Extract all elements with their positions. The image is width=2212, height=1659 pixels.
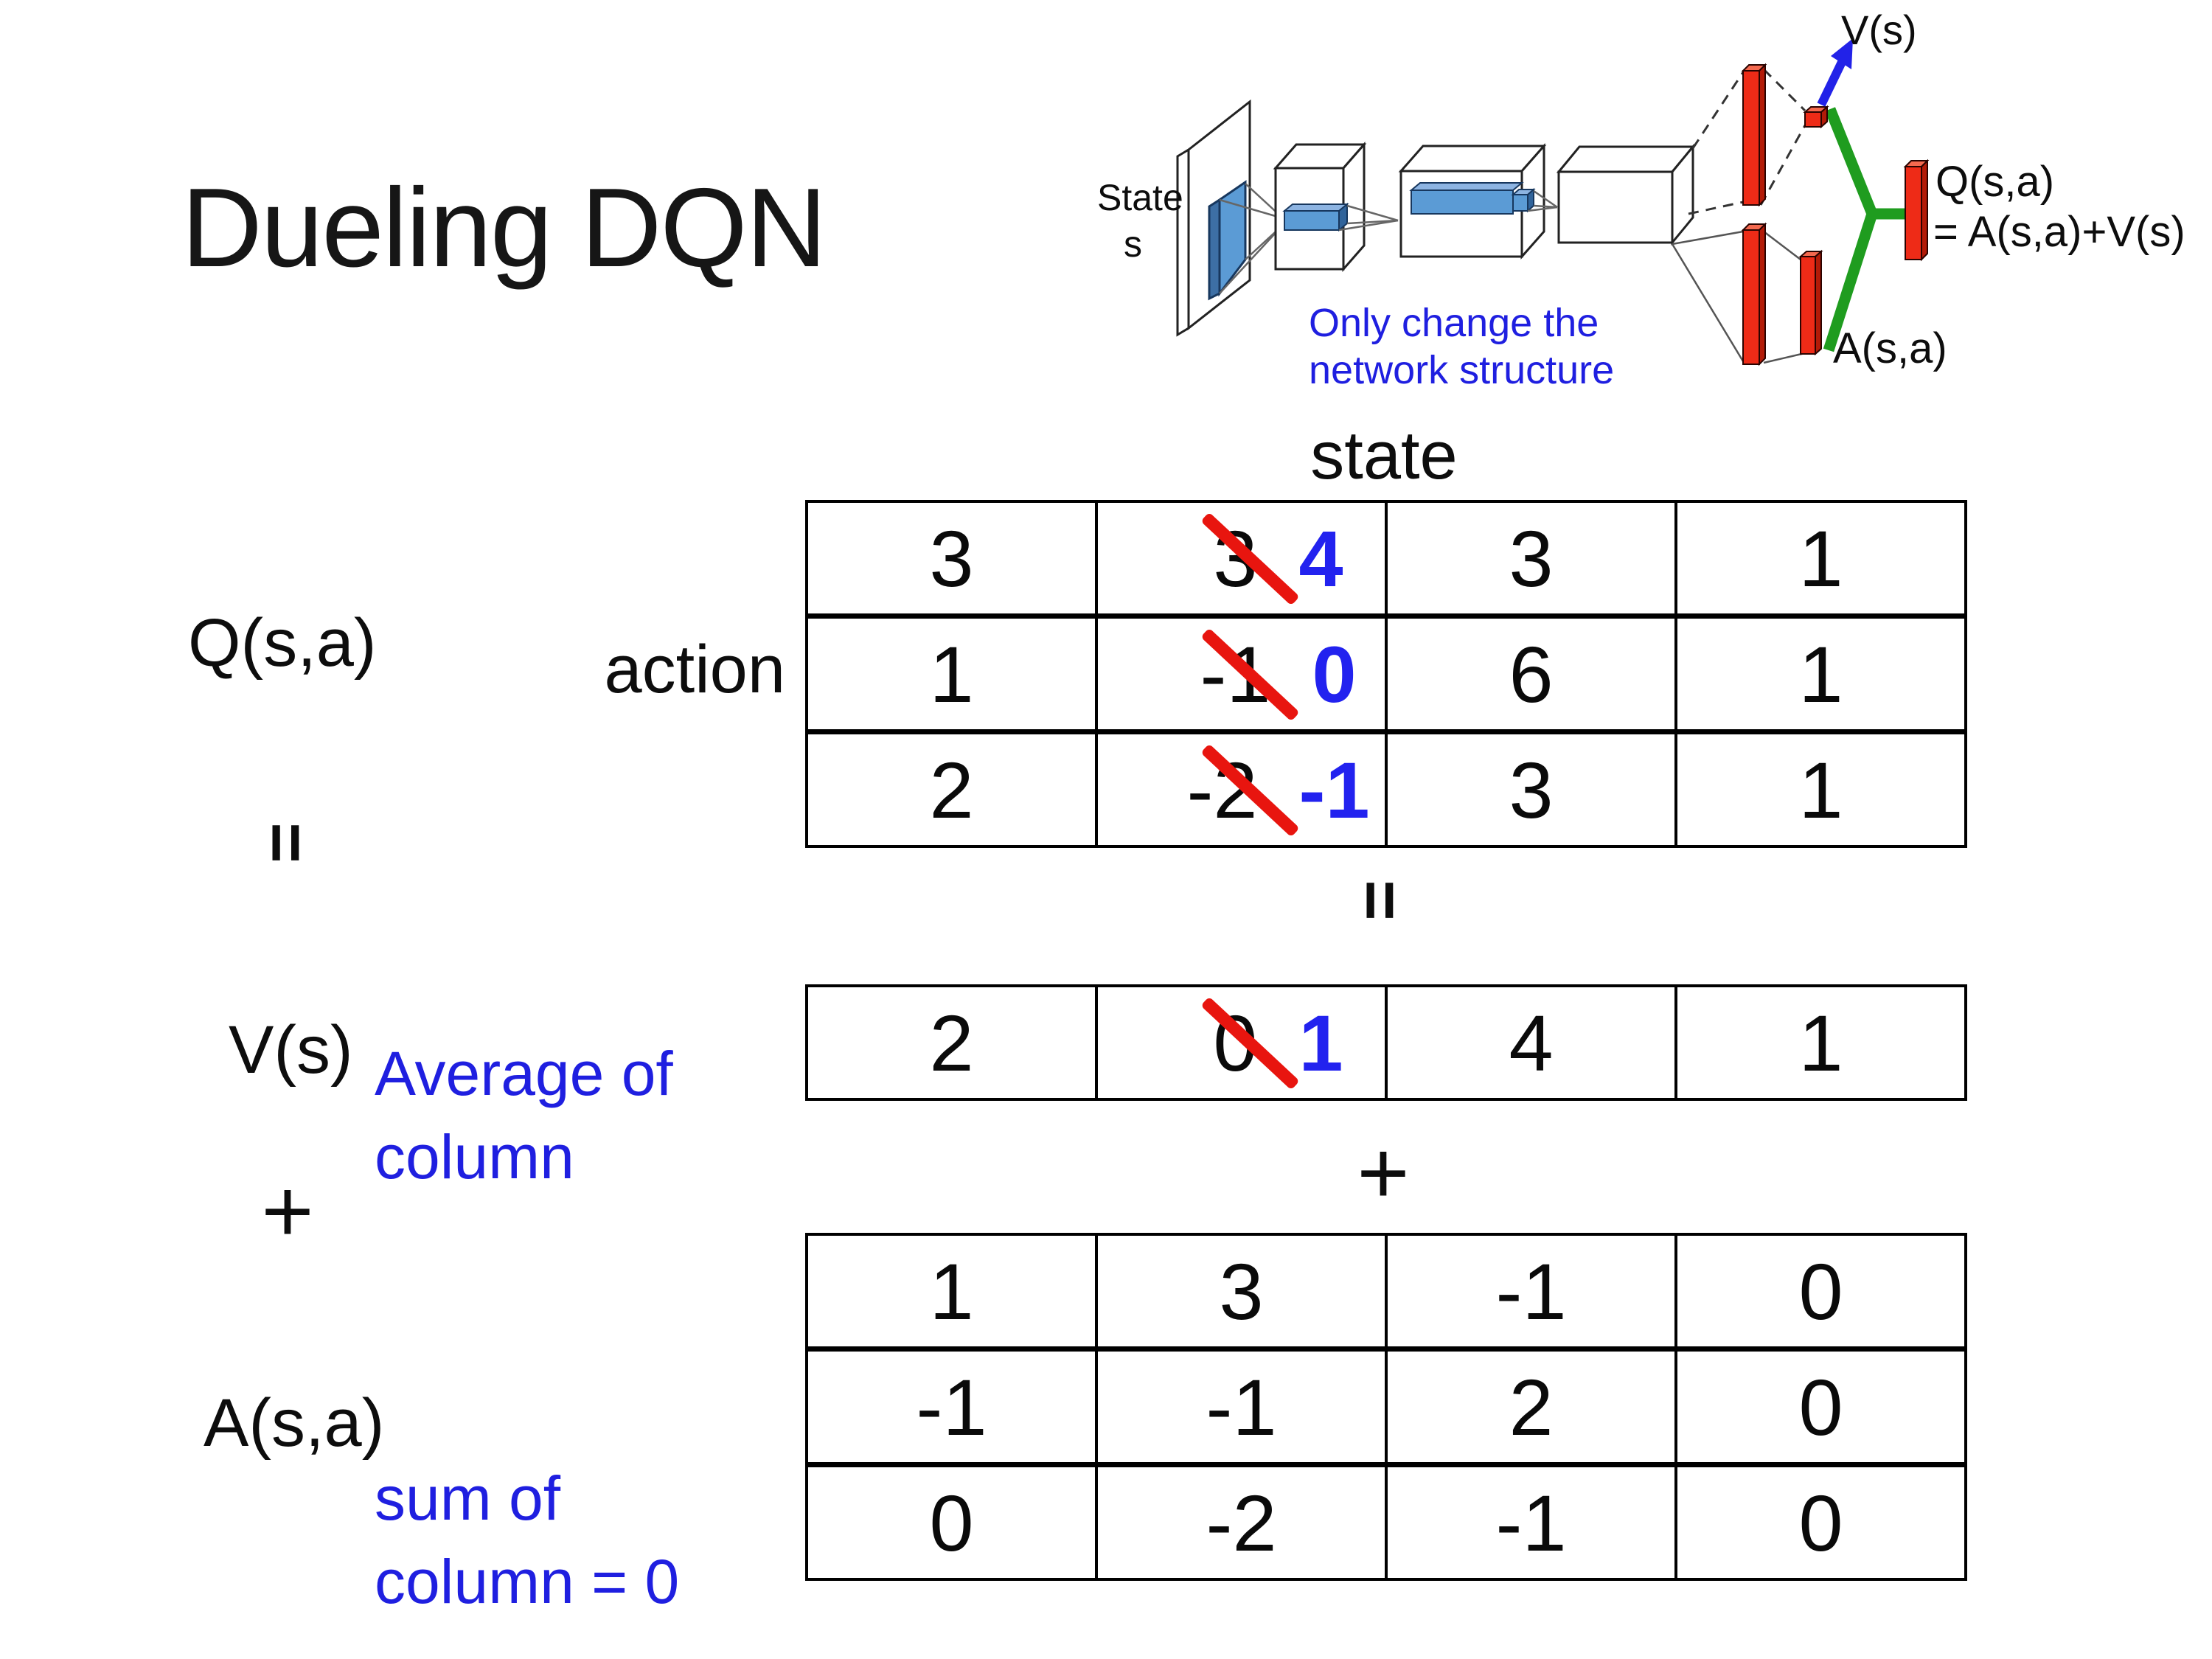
a-value-table: 1 3 -1 0 -1 -1 2 0 0 -2 -1 0 (805, 1233, 1967, 1581)
new-value: 1 (1298, 998, 1343, 1088)
q-cell: 2 (805, 729, 1098, 848)
new-value: 4 (1298, 513, 1343, 603)
plus-sign-middle: + (1357, 1122, 1410, 1222)
table-row: 0 -2 -1 0 (805, 1462, 1967, 1581)
v-value-table: 2 0 1 4 1 (805, 984, 1967, 1101)
sum-note-line1: sum of (375, 1464, 561, 1533)
page-title: Dueling DQN (181, 165, 827, 291)
sum-note-line2: column = 0 (375, 1546, 680, 1616)
diagram-caption-line1: Only change the (1309, 301, 1599, 345)
v-cell: 1 (1674, 984, 1967, 1101)
q-cell-crossed: 3 4 (1095, 500, 1388, 619)
diagram-state-s-label: s (1124, 223, 1142, 265)
average-note-line2: column (375, 1121, 574, 1192)
average-of-column-note: Average of column (375, 1032, 673, 1198)
equals-sign-left: = (247, 822, 326, 863)
table-row: 3 3 4 3 1 (805, 500, 1967, 619)
conv-cone-3 (1527, 189, 1558, 212)
new-value: -1 (1298, 745, 1370, 835)
q-cell: 3 (1385, 729, 1677, 848)
v-arrow-icon (1817, 38, 1853, 107)
diagram-a-label: A(s,a) (1833, 324, 1947, 372)
q-cell: 3 (805, 500, 1098, 619)
q-output-bar (1903, 159, 1930, 262)
q-cell: 1 (1674, 500, 1967, 619)
a-cell: -1 (805, 1346, 1098, 1467)
average-note-line1: Average of (375, 1039, 673, 1108)
value-stream-bar (1741, 63, 1767, 207)
merge-lines (1823, 107, 1910, 352)
v-cell: 4 (1385, 984, 1677, 1101)
new-value: 0 (1312, 629, 1357, 719)
v-cell-crossed: 0 1 (1095, 984, 1388, 1101)
q-function-label: Q(s,a) (188, 605, 377, 681)
diagram-q-label-line1: Q(s,a) (1935, 158, 2054, 206)
state-axis-label: state (1310, 418, 1458, 493)
plus-sign-left: + (261, 1161, 314, 1261)
feature-bar-1 (1282, 202, 1349, 232)
v-function-label: V(s) (229, 1012, 353, 1088)
a-cell: -1 (1385, 1462, 1677, 1581)
q-value-table: 3 3 4 3 1 1 -1 0 6 1 2 -2 -1 (805, 500, 1967, 848)
a-cell: 0 (1674, 1233, 1967, 1352)
fc-box (1556, 143, 1696, 246)
crossed-value: -1 0 (1098, 619, 1385, 729)
solid-links-advantage (1671, 230, 1809, 364)
a-cell: -1 (1385, 1233, 1677, 1352)
crossed-value: 3 4 (1098, 503, 1385, 613)
v-cell: 2 (805, 984, 1098, 1101)
a-cell: 0 (1674, 1346, 1967, 1467)
network-diagram: V(s) State s Only change the network str… (1097, 7, 2185, 392)
table-row: 1 3 -1 0 (805, 1233, 1967, 1352)
table-row: -1 -1 2 0 (805, 1346, 1967, 1467)
q-cell: 3 (1385, 500, 1677, 619)
q-cell: 6 (1385, 613, 1677, 734)
crossed-value: -2 -1 (1098, 734, 1385, 845)
a-function-label: A(s,a) (204, 1385, 385, 1461)
q-cell: 1 (1674, 613, 1967, 734)
a-cell: 3 (1095, 1233, 1388, 1352)
crossed-value: 0 1 (1098, 987, 1385, 1098)
diagram-caption-line2: network structure (1309, 348, 1614, 392)
conv-cone-2 (1338, 204, 1399, 232)
table-row: 2 0 1 4 1 (805, 984, 1967, 1101)
diagram-q-label-line2: = A(s,a)+V(s) (1933, 208, 2185, 256)
v-scalar-node (1803, 105, 1829, 129)
equals-sign-middle: = (1341, 880, 1420, 921)
q-cell-crossed: -1 0 (1095, 613, 1388, 734)
a-cell: 2 (1385, 1346, 1677, 1467)
action-axis-label: action (604, 632, 786, 707)
a-cell: 1 (805, 1233, 1098, 1352)
a-cell: 0 (1674, 1462, 1967, 1581)
q-cell: 1 (805, 613, 1098, 734)
table-row: 2 -2 -1 3 1 (805, 729, 1967, 848)
diagram-state-label: State (1097, 177, 1183, 218)
dashed-links-value (1688, 68, 1806, 215)
q-cell: 1 (1674, 729, 1967, 848)
q-cell-crossed: -2 -1 (1095, 729, 1388, 848)
a-cell: -1 (1095, 1346, 1388, 1467)
advantage-stream-bar (1741, 222, 1767, 366)
sum-of-column-note: sum of column = 0 (375, 1457, 679, 1623)
a-cell: -2 (1095, 1462, 1388, 1581)
a-output-bar (1798, 249, 1823, 356)
feature-bar-2 (1409, 182, 1536, 215)
table-row: 1 -1 0 6 1 (805, 613, 1967, 734)
a-cell: 0 (805, 1462, 1098, 1581)
diagram-v-label: V(s) (1841, 7, 1917, 53)
